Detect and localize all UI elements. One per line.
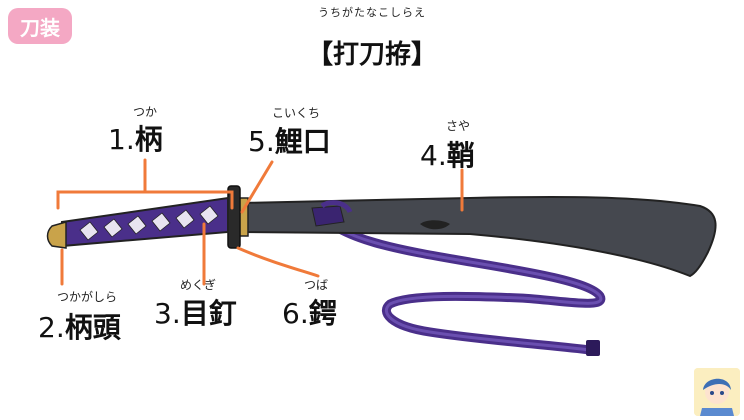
kashira-kanji: 柄頭 bbox=[64, 311, 121, 344]
tsuka-ruby: つか bbox=[133, 105, 158, 119]
kashira-label: 2.柄頭 bbox=[38, 306, 121, 346]
title-ruby: うちがたなこしらえ bbox=[318, 6, 426, 19]
koiguchi-ruby: こいくち bbox=[272, 106, 321, 120]
tsuba-number: 6. bbox=[282, 297, 309, 330]
saya-shape bbox=[239, 195, 717, 278]
page-title: 【打刀拵】 bbox=[306, 40, 437, 70]
kashira-number: 2. bbox=[38, 311, 65, 344]
tsuba-kanji: 鍔 bbox=[308, 297, 337, 330]
koiguchi-number: 5. bbox=[248, 125, 275, 158]
category-badge: 刀装 bbox=[8, 8, 72, 44]
sageo-cord bbox=[313, 207, 606, 356]
mekugi-kanji: 目釘 bbox=[180, 297, 237, 330]
koiguchi-label: 5.鯉口 bbox=[248, 120, 331, 160]
kashira-ruby: つかがしら bbox=[57, 290, 118, 304]
tsuka-label: 1.柄 bbox=[108, 118, 163, 158]
saya-number: 4. bbox=[420, 139, 447, 172]
tsuba-label: 6.鍔 bbox=[282, 292, 337, 332]
avatar bbox=[694, 368, 740, 416]
koiguchi-kanji: 鯉口 bbox=[274, 125, 331, 158]
avatar-icon bbox=[694, 368, 740, 416]
tsuka-number: 1. bbox=[108, 123, 135, 156]
mekugi-ruby: めくぎ bbox=[180, 278, 217, 292]
tsuba-ruby: つば bbox=[304, 278, 329, 292]
saya-kanji: 鞘 bbox=[446, 139, 475, 172]
saya-ruby: さや bbox=[446, 119, 471, 133]
mekugi-label: 3.目釘 bbox=[154, 292, 237, 332]
mekugi-number: 3. bbox=[154, 297, 181, 330]
saya-label: 4.鞘 bbox=[420, 134, 475, 174]
tsuka-kanji: 柄 bbox=[134, 123, 163, 156]
